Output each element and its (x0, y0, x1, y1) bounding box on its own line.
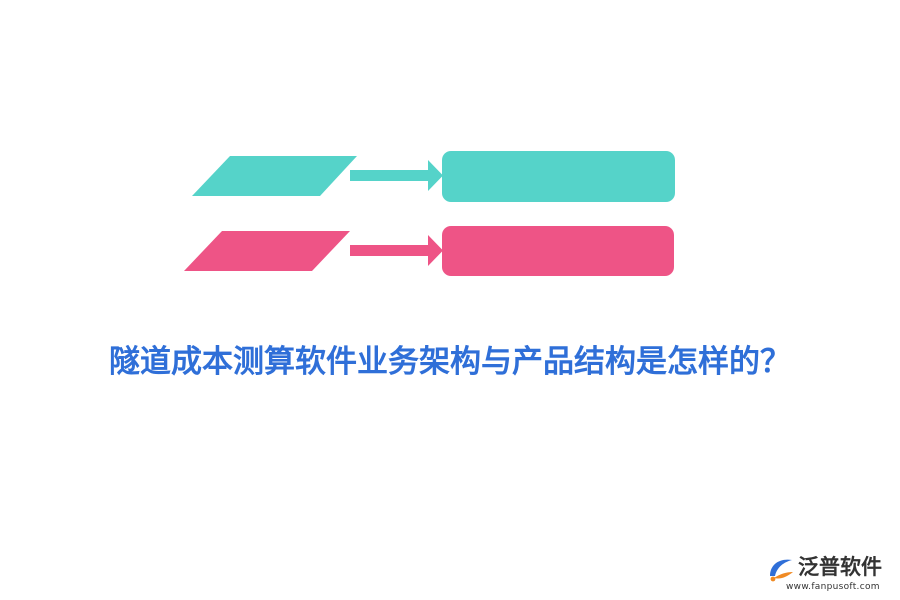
brand-logo[interactable]: 泛普软件 www.fanpusoft.com (766, 552, 892, 596)
logo-url: www.fanpusoft.com (786, 582, 880, 592)
diagram-row-teal (192, 151, 675, 202)
pink-arrow-head (428, 235, 443, 266)
teal-arrow-head (428, 160, 443, 191)
pink-arrow-shaft (350, 245, 430, 256)
fanpu-logo-icon (770, 559, 793, 582)
page-title: 隧道成本测算软件业务架构与产品结构是怎样的？ (109, 344, 791, 380)
pink-parallelogram (184, 231, 350, 271)
logo-name: 泛普软件 (798, 555, 882, 579)
diagram-row-pink (184, 226, 674, 276)
teal-rounded-box (442, 151, 675, 202)
pink-rounded-box (442, 226, 674, 276)
teal-arrow-shaft (350, 170, 430, 181)
teal-parallelogram (192, 156, 357, 196)
